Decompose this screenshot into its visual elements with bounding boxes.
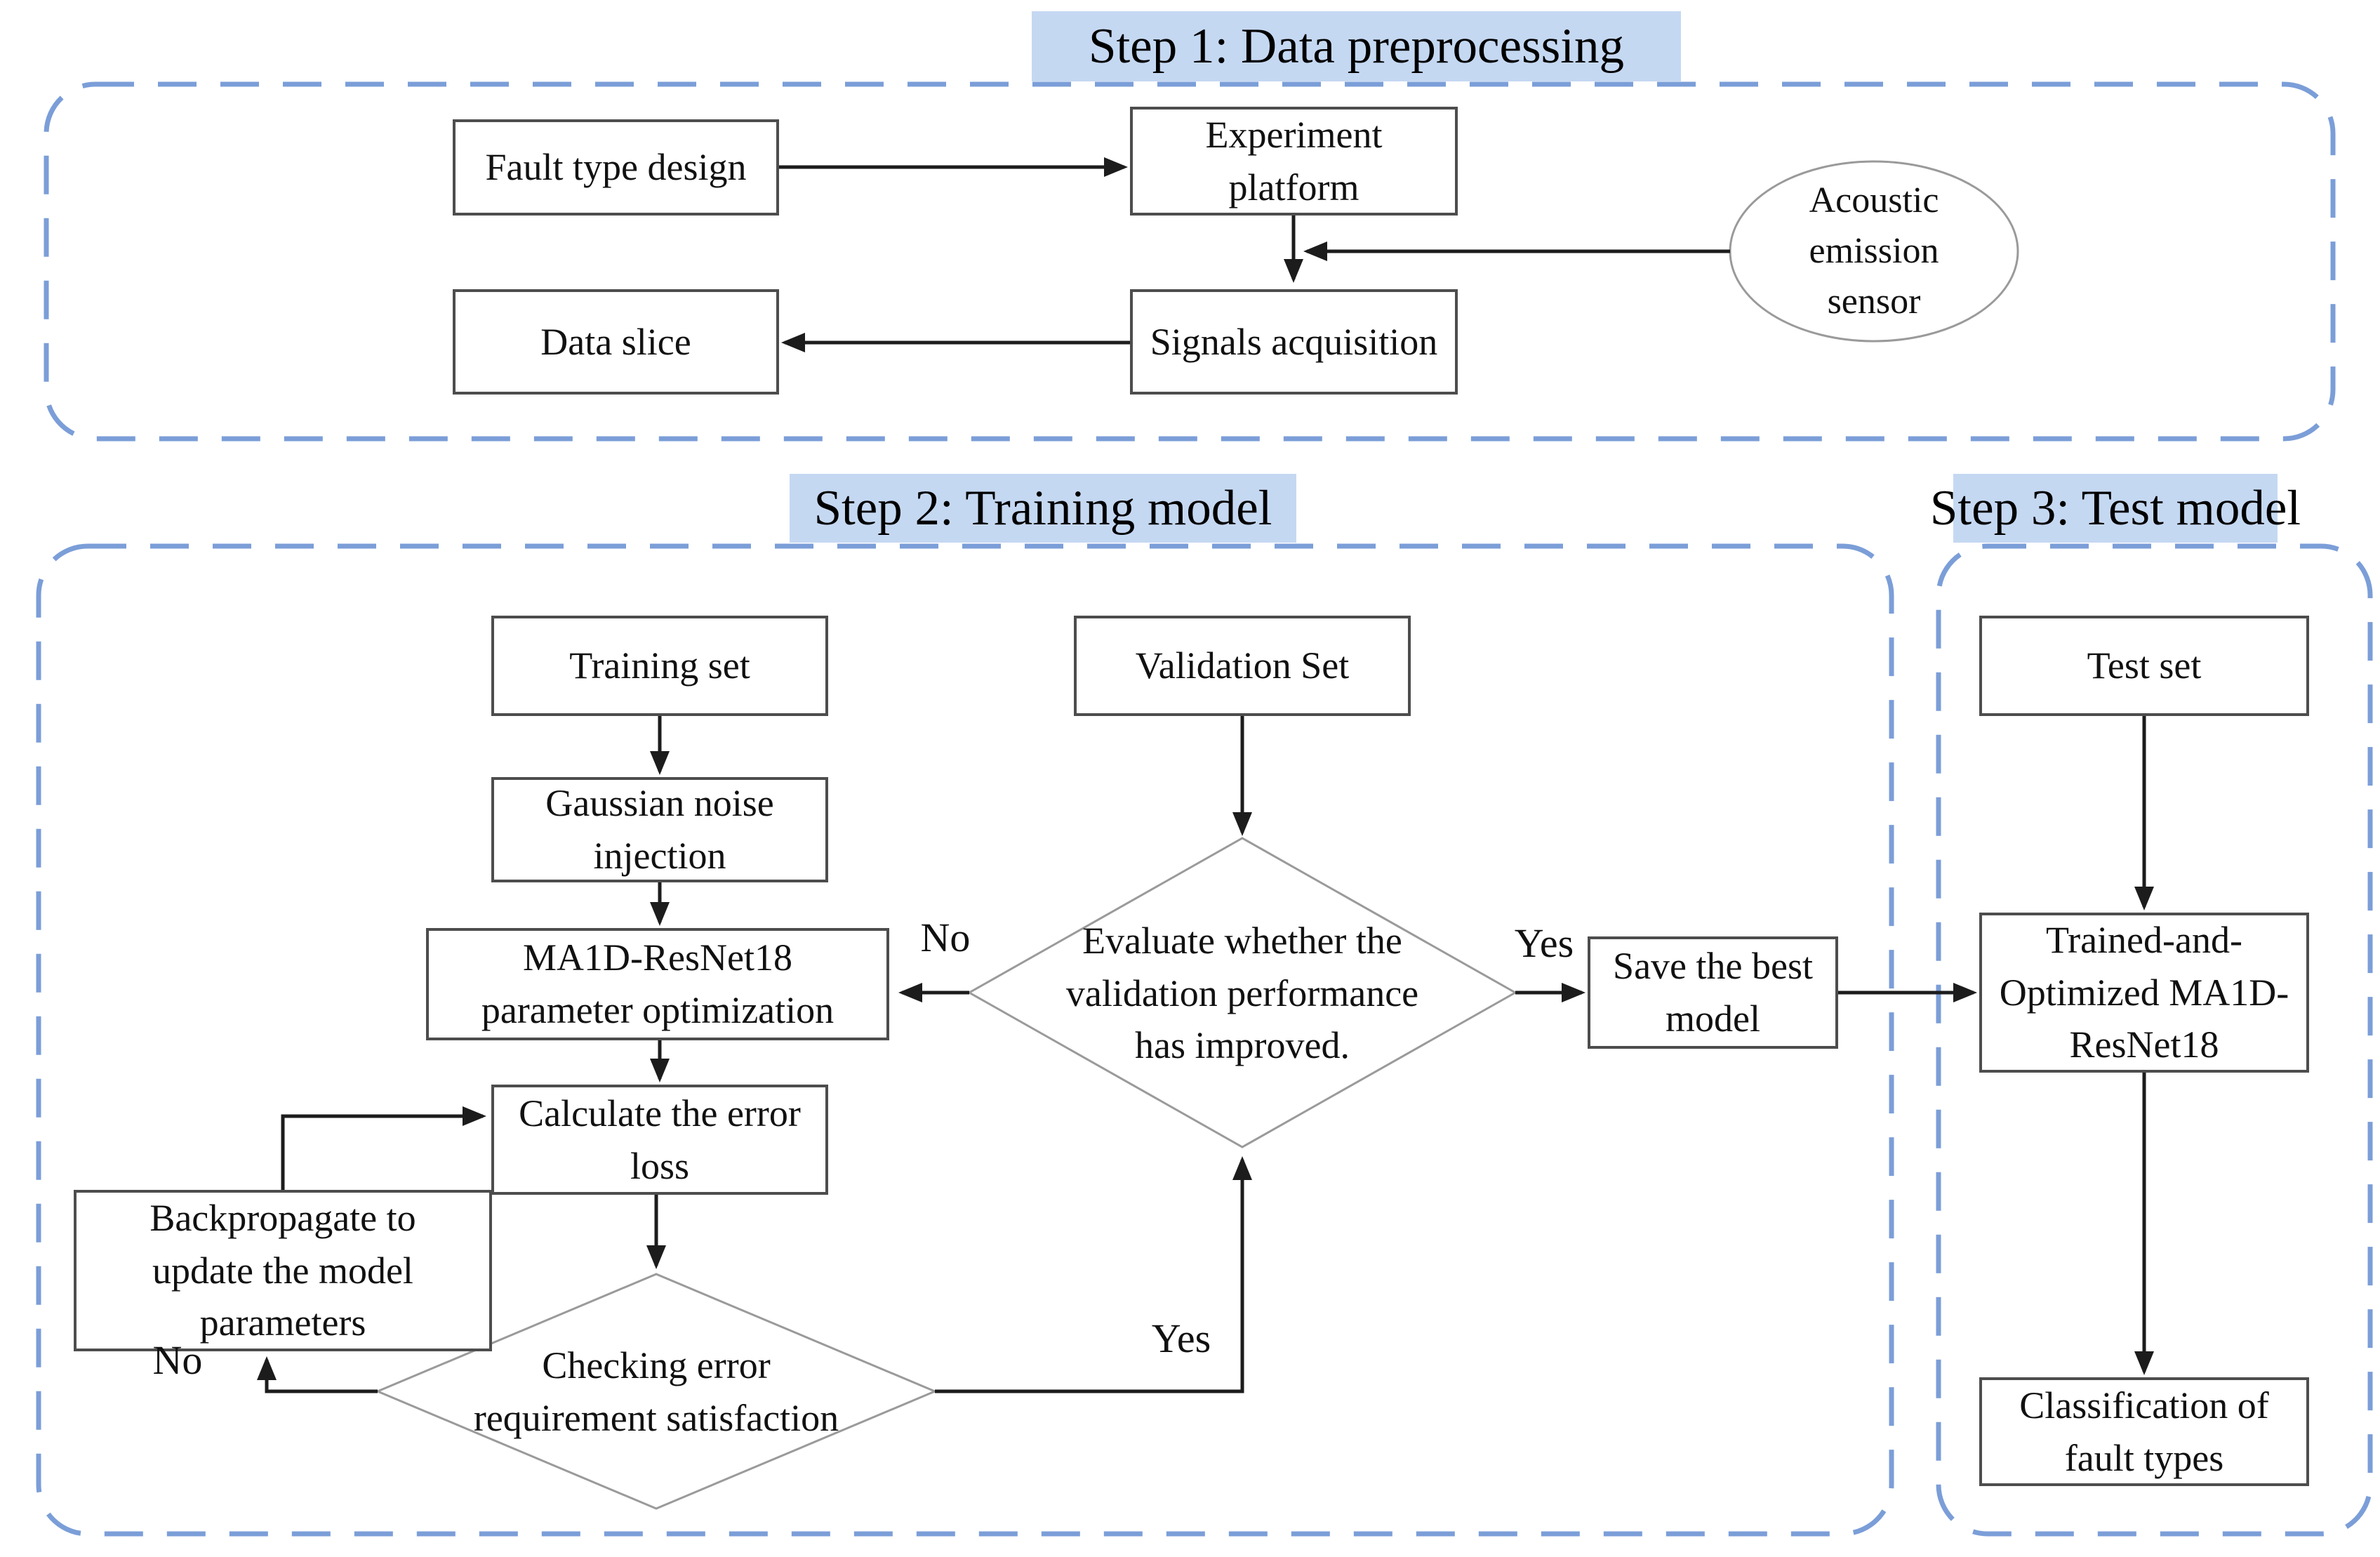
node-trained-and-optimized-ma1d-resnet18: Trained-and- Optimized MA1D- ResNet18 bbox=[1979, 913, 2309, 1073]
node-validation-set: Validation Set bbox=[1074, 616, 1411, 716]
node-save-the-best-model: Save the best model bbox=[1588, 936, 1838, 1049]
edge-backprop-to-calc bbox=[281, 1106, 486, 1190]
node-gaussian-noise-injection: Gaussian noise injection bbox=[491, 777, 828, 882]
edge-label-checking-yes: Yes bbox=[1151, 1316, 1211, 1361]
node-evaluate-decision-label: Evaluate whether the validation performa… bbox=[1065, 920, 1419, 1067]
node-signals-acquisition: Signals acquisition bbox=[1130, 289, 1458, 395]
node-test-set: Test set bbox=[1979, 616, 2309, 716]
step2-panel-border bbox=[36, 543, 1894, 1537]
evaluate-decision-diamond bbox=[966, 837, 1518, 1148]
node-ma1d-resnet18-parameter-optimization: MA1D-ResNet18 parameter optimization bbox=[426, 928, 889, 1040]
edge-label-checking-no: No bbox=[152, 1337, 203, 1383]
node-data-slice: Data slice bbox=[453, 289, 779, 395]
checking-decision-diamond bbox=[375, 1273, 938, 1510]
step2-title: Step 2: Training model bbox=[790, 474, 1296, 543]
node-calculate-the-error-loss: Calculate the error loss bbox=[491, 1085, 828, 1195]
node-fault-type-design: Fault type design bbox=[453, 119, 779, 216]
node-training-set: Training set bbox=[491, 616, 828, 716]
step3-title: Step 3: Test model bbox=[1930, 474, 2301, 543]
node-classification-of-fault-types: Classification of fault types bbox=[1979, 1377, 2309, 1486]
step1-panel-border bbox=[44, 81, 2336, 442]
node-backpropagate-update-parameters: Backpropagate to update the model parame… bbox=[74, 1190, 492, 1351]
edge-checking-yes-to-evaluate bbox=[935, 1156, 1252, 1393]
node-experiment-platform: Experiment platform bbox=[1130, 107, 1458, 216]
edge-label-evaluate-yes: Yes bbox=[1514, 920, 1574, 966]
node-acoustic-emission-sensor-label: Acoustic emission sensor bbox=[1809, 180, 1939, 322]
step1-title: Step 1: Data preprocessing bbox=[1032, 11, 1681, 81]
edge-checking-no-to-backprop bbox=[257, 1356, 378, 1393]
edge-label-evaluate-no: No bbox=[920, 915, 971, 960]
node-checking-decision-label: Checking error requirement satisfaction bbox=[473, 1344, 839, 1439]
